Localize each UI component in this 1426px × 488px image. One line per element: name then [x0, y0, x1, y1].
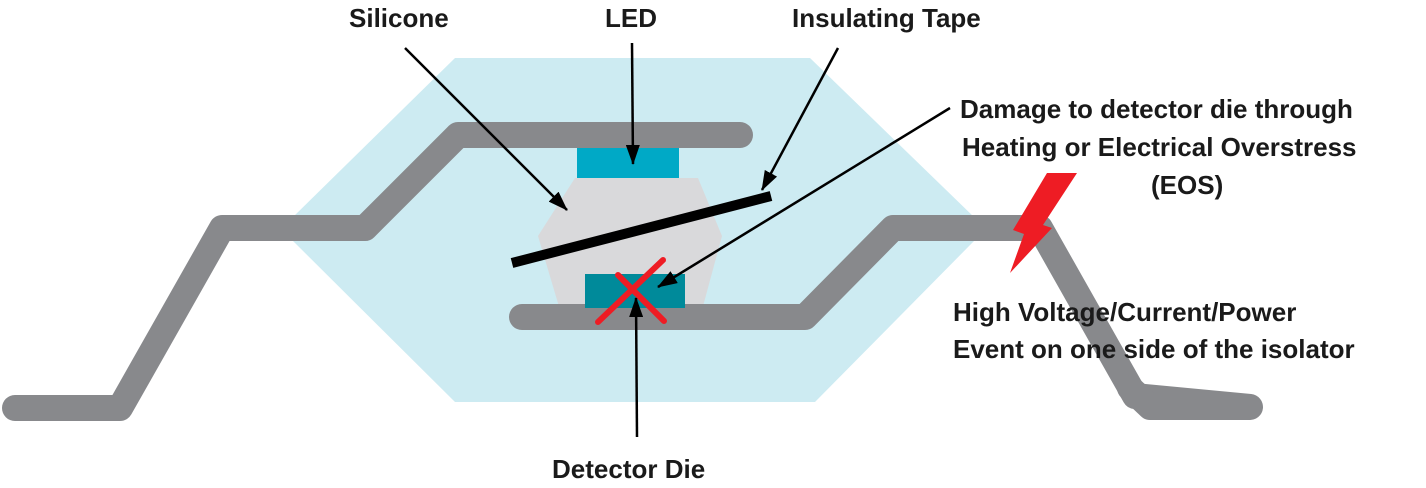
lead-frame-left: [2, 122, 753, 421]
detector-die-arrow: [629, 297, 644, 438]
insulating-tape-arrow: [760, 47, 840, 191]
label-insulating-tape: Insulating Tape: [792, 3, 981, 33]
silicone-arrow: [404, 47, 568, 211]
label-detector-die: Detector Die: [552, 454, 705, 484]
label-damage-line1: Damage to detector die through: [960, 94, 1353, 124]
label-event-line1: High Voltage/Current/Power: [953, 297, 1296, 327]
led-arrow: [625, 42, 640, 165]
insulating-tape: [510, 191, 773, 268]
lead-frame-right-foot: [1117, 375, 1261, 420]
label-silicone: Silicone: [349, 3, 449, 33]
label-led: LED: [605, 3, 657, 33]
lightning-bolt-icon: [1010, 173, 1077, 273]
label-damage-line2: Heating or Electrical Overstress: [962, 132, 1357, 162]
damage-arrow: [657, 106, 951, 289]
label-damage-line3: (EOS): [1151, 170, 1223, 200]
label-event-line2: Event on one side of the isolator: [953, 334, 1355, 364]
led-die: [577, 148, 679, 178]
